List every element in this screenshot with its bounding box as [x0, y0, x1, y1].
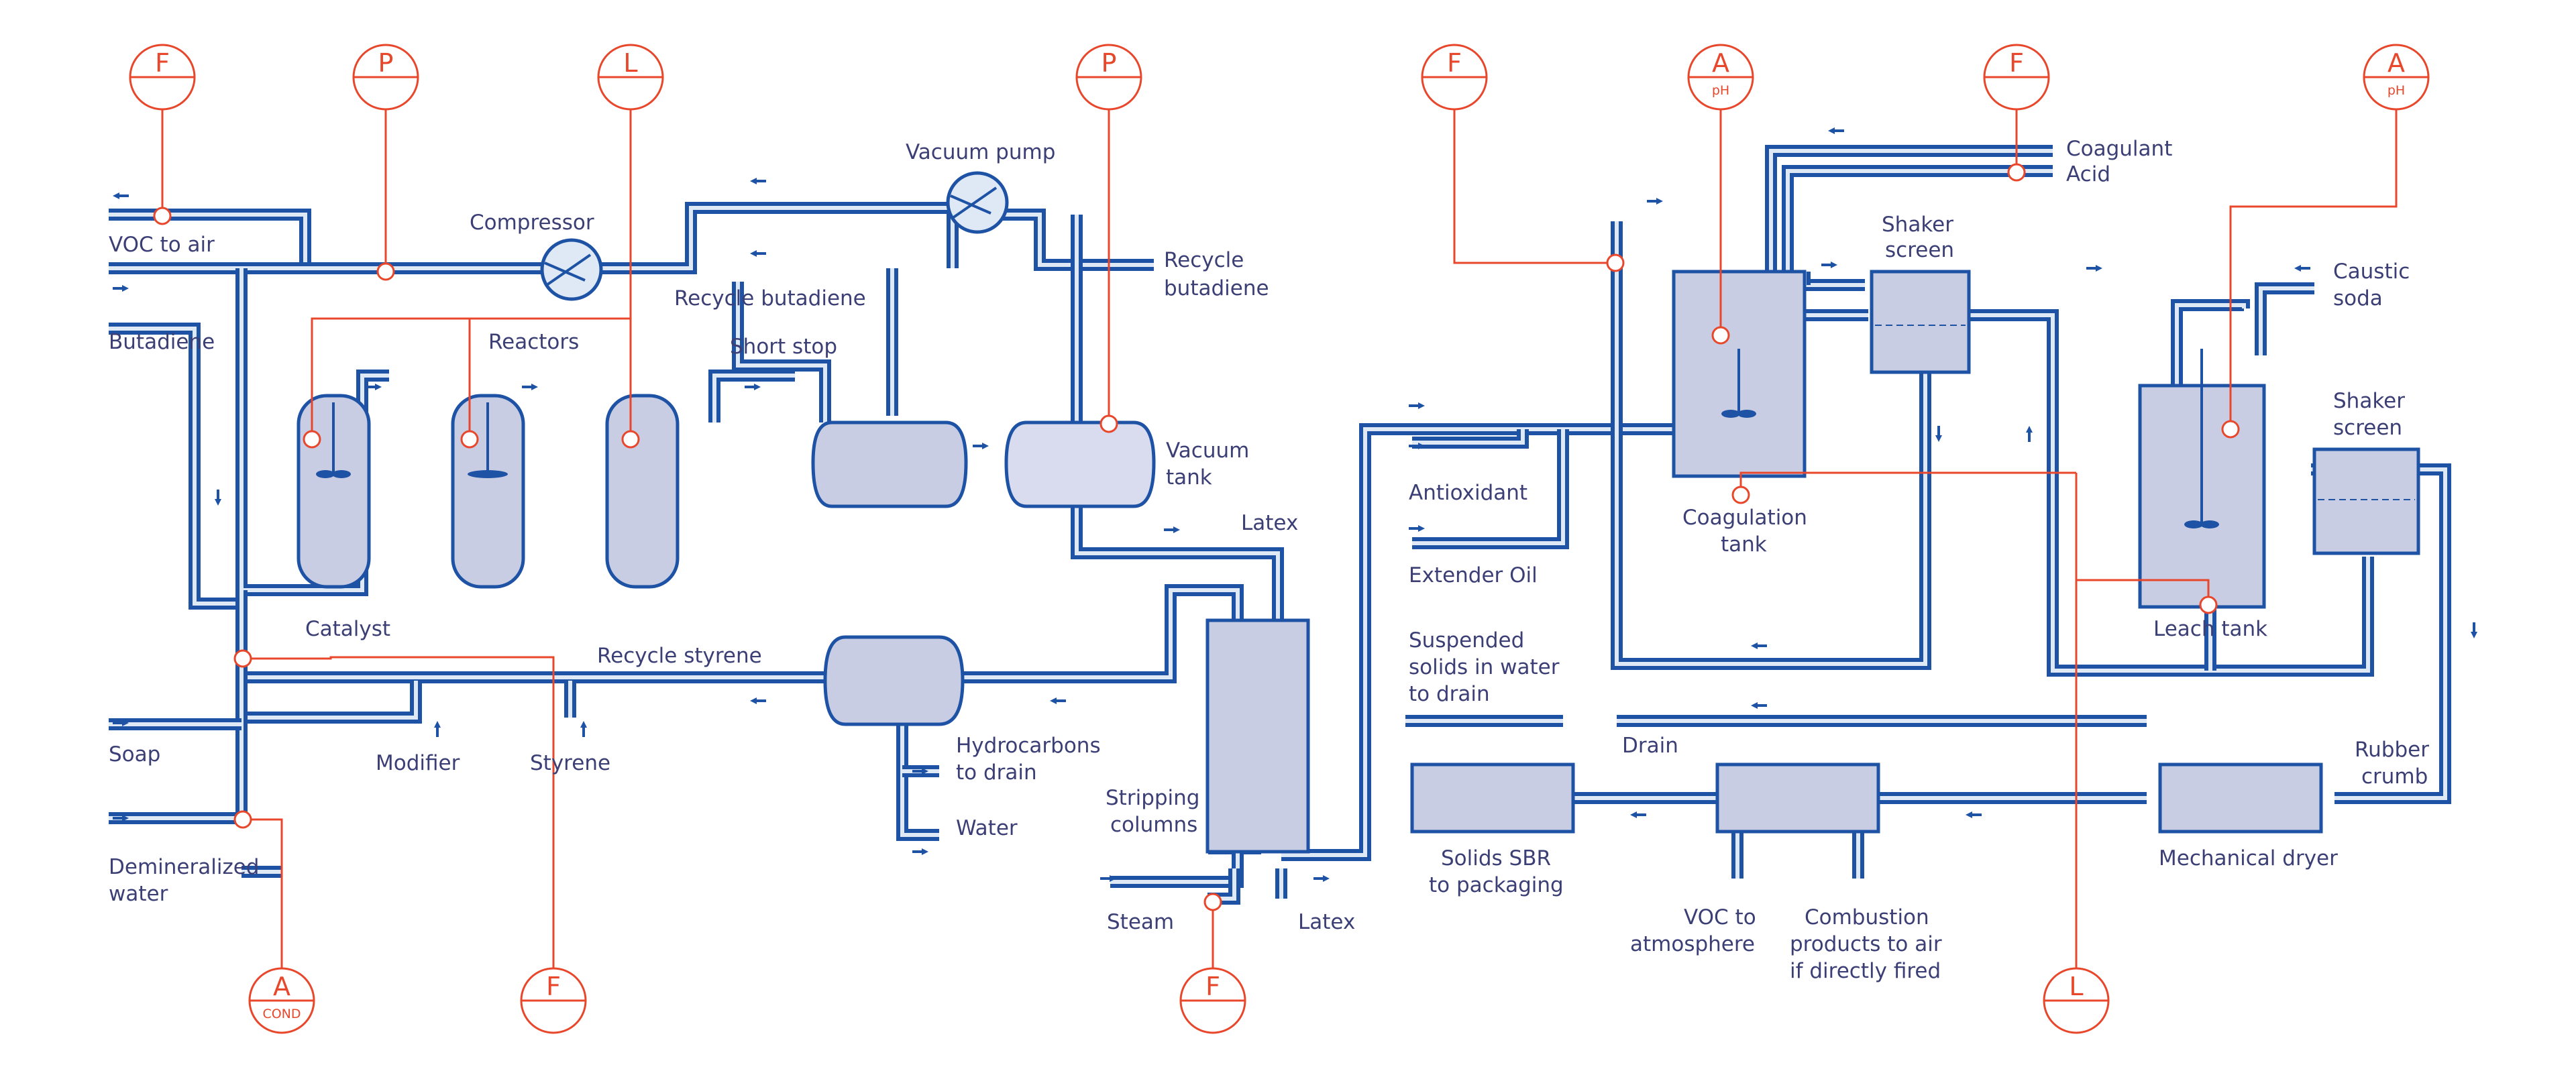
instrument-letter: F [1205, 972, 1220, 1001]
label-recycle-feed-1: Recycle [1164, 248, 1244, 272]
label-hydrocarbons-1: Hydrocarbons [956, 734, 1101, 758]
dryer-middle [1715, 763, 1880, 834]
label-steam: Steam [1107, 910, 1174, 934]
label-demin-1: Demineralized [109, 855, 259, 879]
instrument-a-leach: ApH [2363, 44, 2430, 111]
label-coag-tank-2: tank [1721, 532, 1767, 557]
instrument-p-comp: P [352, 44, 419, 111]
label-demin-2: water [109, 882, 168, 906]
label-coag-tank-1: Coagulation [1682, 506, 1807, 530]
label-shaker-1b: screen [1885, 238, 1954, 262]
pipes [109, 145, 2451, 905]
label-vacuum-tank-1: Vacuum [1166, 439, 1249, 463]
label-solids-sbr-2: to packaging [1429, 873, 1564, 897]
label-butadiene: Butadiene [109, 330, 215, 354]
instrument-f-steam: F [1179, 967, 1246, 1034]
label-vacuum-pump: Vacuum pump [906, 140, 1055, 164]
instrument-a-cond: A COND [248, 967, 315, 1034]
instrument-f-coag: F [1421, 44, 1488, 111]
label-suspended-1: Suspended [1409, 628, 1524, 653]
instrument-letter: A [2387, 48, 2405, 78]
instrument-letter: L [623, 48, 637, 78]
label-rubber-crumb-2: crumb [2361, 765, 2428, 789]
stripping-column [1205, 618, 1310, 854]
label-suspended-3: to drain [1409, 682, 1490, 706]
instrument-a-coag: ApH [1687, 44, 1754, 111]
label-catalyst: Catalyst [305, 617, 390, 641]
instrument-letter: A [273, 972, 290, 1001]
label-latex-top: Latex [1241, 511, 1298, 535]
shaker-screen-2 [2312, 447, 2420, 555]
label-recycle-feed-2: butadiene [1164, 276, 1269, 300]
label-compressor: Compressor [470, 211, 594, 235]
solids-sbr [1410, 763, 1575, 834]
label-stripping-1: Stripping [1106, 786, 1199, 810]
instrument-sub: pH [1712, 83, 1729, 98]
agitators [316, 349, 2219, 528]
equipment [297, 171, 2420, 854]
label-vacuum-tank-2: tank [1166, 465, 1212, 490]
label-stripping-2: columns [1110, 813, 1197, 837]
instrument-letter: F [1447, 48, 1462, 78]
label-extender-oil: Extender Oil [1409, 563, 1538, 587]
mechanical-dryer [2158, 763, 2323, 834]
signal-taps [153, 163, 2240, 911]
label-shaker-2a: Shaker [2333, 389, 2405, 413]
label-recycle-butadiene: Recycle butadiene [674, 286, 866, 310]
label-coagulant: Coagulant [2066, 137, 2172, 161]
labels: VOC to air Butadiene Compressor Vacuum p… [109, 137, 2429, 983]
label-recycle-styrene: Recycle styrene [597, 644, 762, 668]
label-solids-sbr-1: Solids SBR [1441, 846, 1551, 870]
label-combustion-2: products to air [1790, 932, 1942, 956]
instrument-letter: A [1712, 48, 1729, 78]
instrument-letter: F [546, 972, 561, 1001]
label-voc-atm-1: VOC to [1684, 905, 1756, 929]
blowdown-tank [811, 420, 968, 508]
instrument-letter: F [155, 48, 170, 78]
label-combustion-1: Combustion [1805, 905, 1929, 929]
label-shaker-1a: Shaker [1882, 213, 1953, 237]
label-combustion-3: if directly fired [1790, 959, 1941, 983]
label-styrene: Styrene [530, 751, 610, 775]
reactor-3 [605, 394, 680, 589]
label-short-stop: Short stop [730, 335, 837, 359]
label-antioxidant: Antioxidant [1409, 481, 1527, 505]
vacuum-tank [1004, 420, 1156, 508]
label-rubber-crumb-1: Rubber [2355, 738, 2429, 762]
instrument-f-voc: F [129, 44, 196, 111]
instrument-letter: P [1102, 48, 1117, 78]
instrument-p-vac: P [1075, 44, 1142, 111]
instrument-l-react: L [597, 44, 664, 111]
instrument-letter: L [2069, 972, 2083, 1001]
label-voc-atm-2: atmosphere [1630, 932, 1755, 956]
label-mechanical-dryer: Mechanical dryer [2159, 846, 2338, 870]
label-soap: Soap [109, 742, 160, 767]
instrument-letter: F [2009, 48, 2024, 78]
label-hydrocarbons-2: to drain [956, 760, 1037, 785]
label-suspended-2: solids in water [1409, 655, 1560, 679]
label-acid: Acid [2066, 162, 2110, 186]
instrument-l-leach: L [2043, 967, 2110, 1034]
label-latex-bottom: Latex [1298, 910, 1355, 934]
label-drain: Drain [1622, 734, 1678, 758]
label-modifier: Modifier [376, 751, 460, 775]
label-caustic-1: Caustic [2333, 260, 2410, 284]
label-reactors: Reactors [488, 330, 579, 354]
label-shaker-2b: screen [2333, 416, 2402, 440]
label-caustic-2: soda [2333, 286, 2383, 310]
instrument-f-water: F [520, 967, 587, 1034]
instrument-letter: P [378, 48, 394, 78]
label-leach-tank: Leach tank [2153, 617, 2267, 641]
label-voc-to-air: VOC to air [109, 233, 215, 257]
label-water: Water [956, 816, 1018, 840]
instrument-sub: COND [262, 1007, 301, 1021]
shaker-screen-1 [1870, 270, 1971, 374]
vacuum-pump [946, 171, 1009, 234]
compressor [540, 238, 603, 301]
styrene-separator [823, 635, 965, 726]
instrument-f-acid: F [1983, 44, 2050, 111]
instrument-sub: pH [2387, 83, 2405, 98]
